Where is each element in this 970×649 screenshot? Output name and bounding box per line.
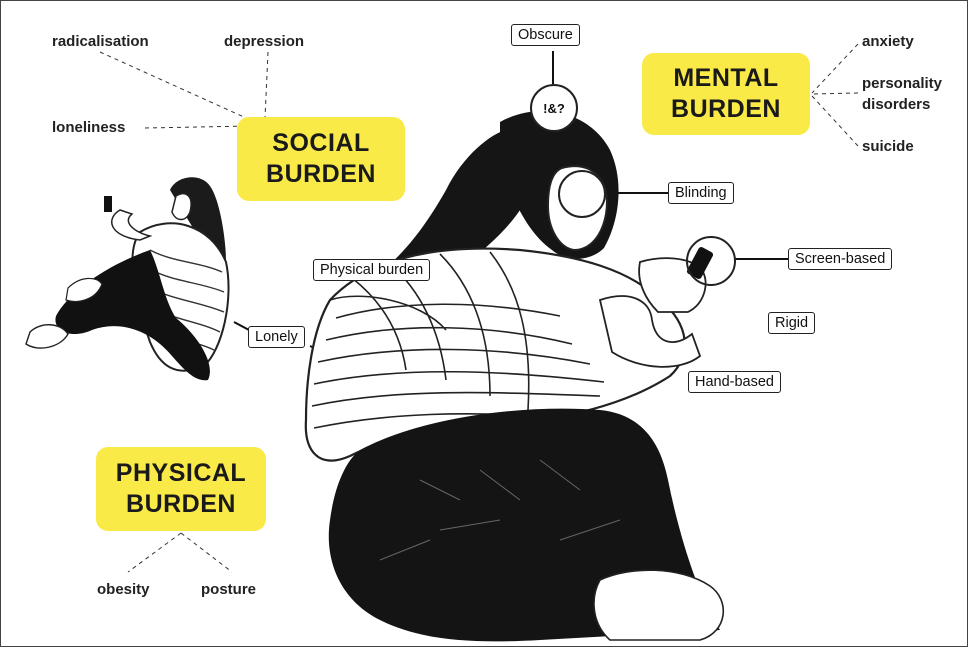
term-anxiety: anxiety	[862, 33, 914, 50]
physical-burden-box: PHYSICAL BURDEN	[96, 447, 266, 531]
term-suicide: suicide	[862, 138, 914, 155]
eye-circle	[558, 170, 606, 218]
social-burden-line1: SOCIAL	[272, 128, 369, 159]
social-burden-box: SOCIAL BURDEN	[237, 117, 405, 201]
tag-obscure: Obscure	[511, 24, 580, 46]
tag-hand-based: Hand-based	[688, 371, 781, 393]
term-obesity: obesity	[97, 581, 150, 598]
mental-burden-line1: MENTAL	[673, 63, 778, 94]
term-loneliness: loneliness	[52, 119, 125, 136]
mental-connectors	[812, 44, 858, 146]
tag-rigid: Rigid	[768, 312, 815, 334]
mental-burden-box: MENTAL BURDEN	[642, 53, 810, 135]
term-disorders: disorders	[862, 96, 930, 113]
physical-burden-line1: PHYSICAL	[116, 458, 246, 489]
symbol-circle: !&?	[530, 84, 578, 132]
physical-burden-line2: BURDEN	[126, 489, 236, 520]
tag-blinding: Blinding	[668, 182, 734, 204]
social-connectors	[100, 52, 268, 128]
tag-lonely: Lonely	[248, 326, 305, 348]
term-depression: depression	[224, 33, 304, 50]
social-burden-line2: BURDEN	[266, 159, 376, 190]
phone-circle	[686, 236, 736, 286]
term-radicalisation: radicalisation	[52, 33, 149, 50]
term-personality: personality	[862, 75, 942, 92]
mental-burden-line2: BURDEN	[671, 94, 781, 125]
term-posture: posture	[201, 581, 256, 598]
tag-screen-based: Screen-based	[788, 248, 892, 270]
small-figure-sketch	[26, 177, 229, 380]
physical-connectors	[128, 533, 232, 572]
tag-physical-burden: Physical burden	[313, 259, 430, 281]
